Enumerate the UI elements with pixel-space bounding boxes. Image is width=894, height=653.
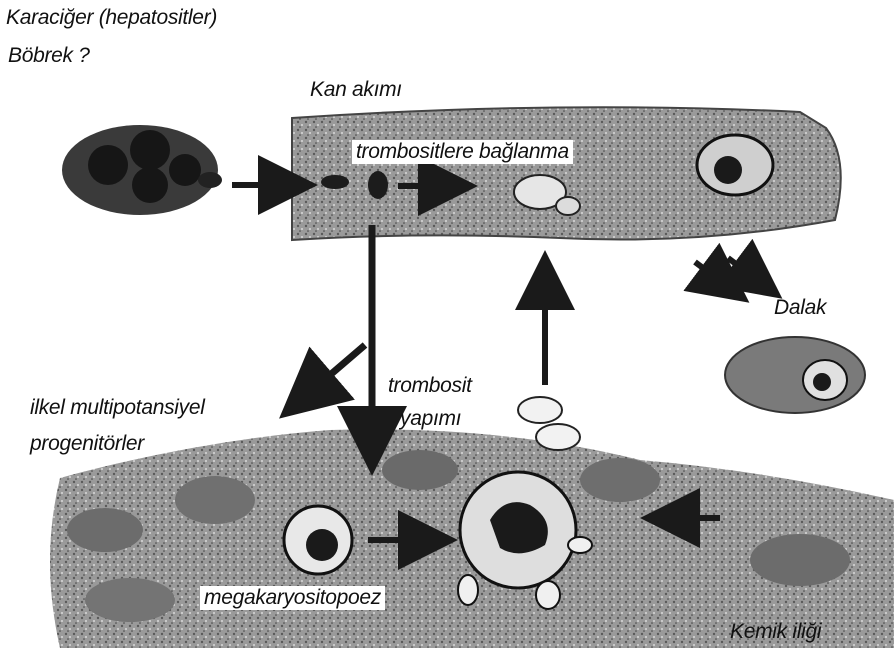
label-kidney: Böbrek ? [8, 44, 90, 68]
progenitor-cell [284, 506, 352, 574]
arrow-to-progenitors [295, 345, 365, 405]
label-progenitors-2: progenitörler [30, 432, 144, 456]
arrow-to-spleen-1 [695, 262, 735, 292]
arrow-to-spleen-2 [728, 258, 768, 288]
budding-platelet [536, 424, 580, 450]
label-platelet-production-1: trombosit [388, 374, 472, 398]
macrophage-in-vessel [697, 135, 773, 195]
label-spleen: Dalak [774, 296, 826, 320]
spleen-cell-cluster [725, 337, 865, 413]
label-megakaryopoiesis: megakaryositopoez [200, 586, 385, 610]
label-progenitors-1: ilkel multipotansiyel [30, 396, 205, 420]
liver-cell-cluster [62, 125, 222, 215]
label-liver: Karaciğer (hepatositler) [6, 6, 217, 30]
budding-platelet [518, 397, 562, 423]
label-blood-flow: Kan akımı [310, 78, 402, 102]
label-platelet-binding: trombositlere bağlanma [352, 140, 573, 164]
label-platelet-production-2: yapımı [400, 407, 461, 431]
label-bone-marrow: Kemik iliği [730, 620, 821, 644]
